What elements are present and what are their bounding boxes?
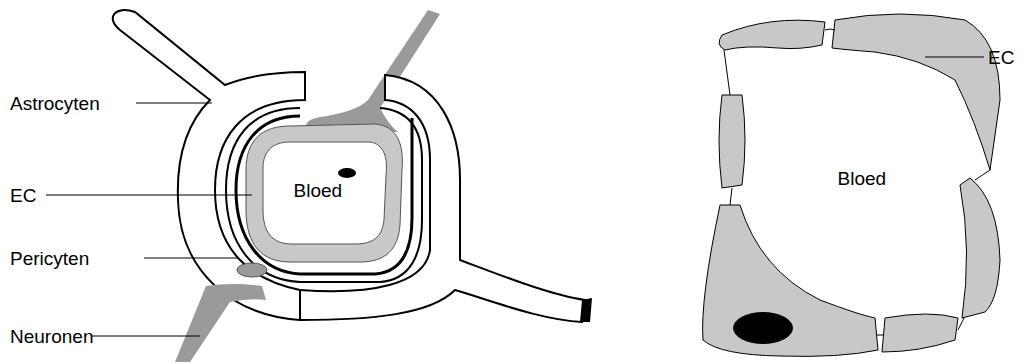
part-label: EC	[988, 48, 1014, 67]
leader-line	[46, 195, 252, 196]
part-label: Neuronen	[10, 327, 93, 346]
leader-line	[144, 258, 238, 259]
part-label: EC	[10, 186, 36, 205]
basal-membrane	[236, 116, 412, 274]
leader-line	[925, 57, 984, 58]
part-label: Astrocyten	[10, 94, 100, 113]
part-label: Pericyten	[10, 249, 89, 268]
endothelial-cell	[832, 14, 1000, 170]
endothelial-cell	[719, 95, 745, 188]
neuron	[175, 284, 266, 362]
endothelial-cell	[719, 20, 825, 50]
endothelium	[246, 124, 402, 262]
endothelial-cell	[882, 314, 958, 352]
part-label: Bloed	[294, 181, 343, 200]
basal-membrane	[226, 108, 422, 282]
lumen	[263, 142, 386, 244]
astrocyte-end	[580, 298, 592, 322]
ec-nucleus	[338, 168, 356, 178]
part-label: Bloed	[838, 169, 887, 188]
leader-line	[92, 336, 200, 337]
endothelial-cell	[960, 178, 1000, 318]
endothelial-cell	[703, 205, 878, 356]
pericyte	[237, 263, 267, 277]
leader-line	[136, 103, 212, 104]
ec-nucleus	[733, 312, 793, 344]
tight-junction	[724, 29, 990, 335]
